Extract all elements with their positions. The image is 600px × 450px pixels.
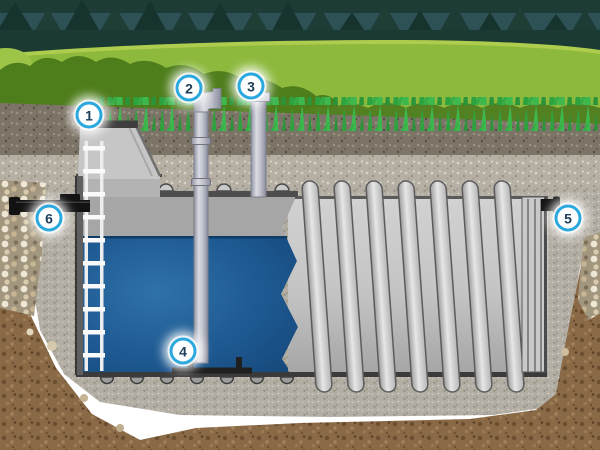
rock-face-right: [578, 232, 600, 320]
tank-top-band: [158, 183, 298, 197]
callout-6-label: 6: [45, 210, 53, 226]
tank-bottom-line: [76, 372, 547, 377]
grass-strip: [96, 97, 600, 131]
callout-6-badge[interactable]: 6: [35, 204, 63, 232]
callout-2-badge[interactable]: 2: [175, 74, 203, 102]
scattered-stones: [26, 328, 569, 432]
tank-left-wall: [76, 176, 83, 375]
callout-2-label: 2: [185, 80, 193, 96]
pipe-coupling: [191, 178, 211, 186]
callout-1-label: 1: [85, 107, 93, 123]
callout-1-badge[interactable]: 1: [75, 101, 103, 129]
riser-lid: [92, 120, 138, 128]
callout-3-badge[interactable]: 3: [237, 72, 265, 100]
stored-water: [82, 238, 298, 374]
bottom-rivets: [99, 376, 295, 385]
soil-mass: [0, 236, 600, 450]
ladder: [83, 141, 105, 371]
corrugated-tank-shell: [288, 180, 548, 393]
water-surface-line: [82, 236, 287, 239]
tank-left-wall-edge: [75, 176, 77, 375]
callout-3-label: 3: [247, 78, 255, 94]
callout-4-badge[interactable]: 4: [169, 337, 197, 365]
callout-5-badge[interactable]: 5: [554, 204, 582, 232]
pipe-coupling: [191, 137, 211, 145]
callout-5-label: 5: [564, 210, 572, 226]
callout-4-label: 4: [179, 343, 187, 359]
